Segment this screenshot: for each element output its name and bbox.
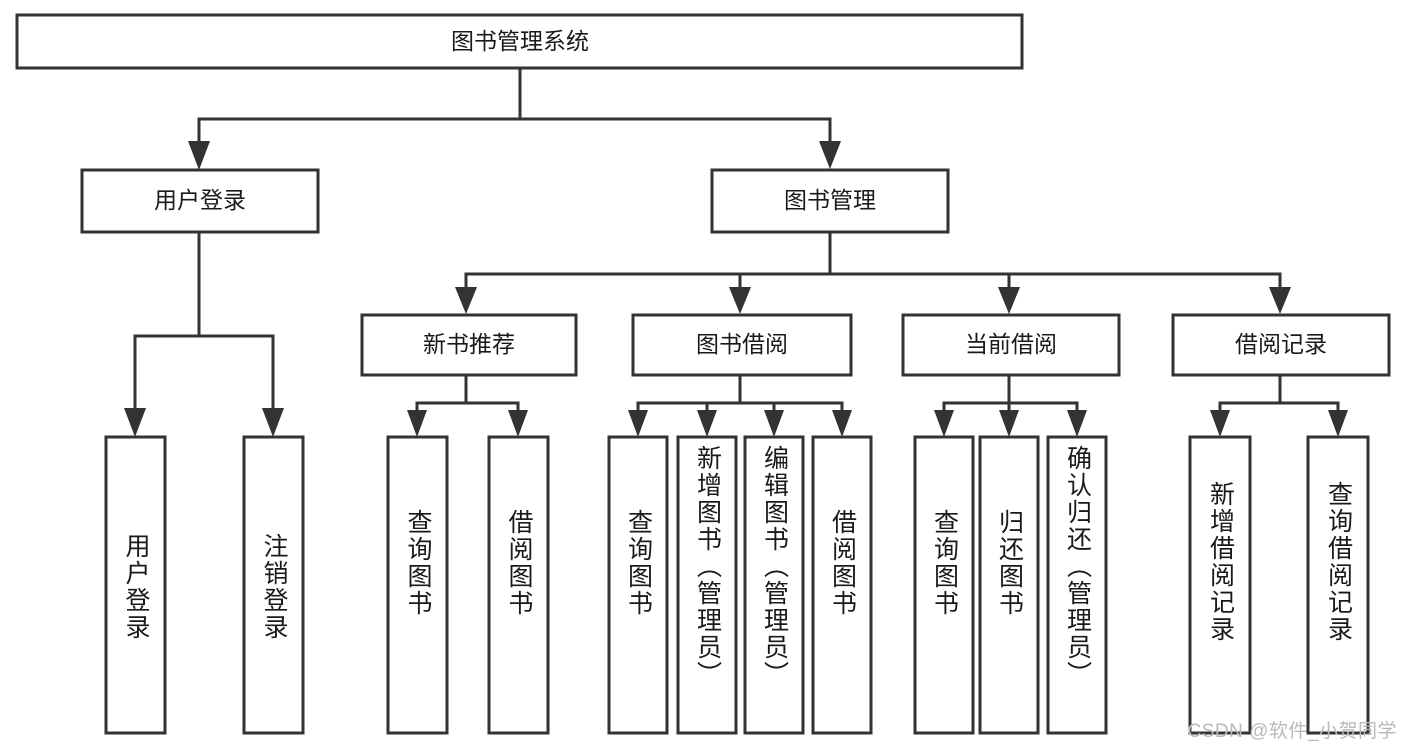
- arrow-head-leaf-logout: [262, 408, 284, 437]
- arrow-head-query-record: [1328, 410, 1348, 437]
- arrowheads-group: [124, 141, 1348, 437]
- arrow-head-query-book-1: [407, 410, 427, 437]
- label-borrow-record: 借阅记录: [1235, 331, 1327, 357]
- watermark-text: CSDN @软件_小贺同学: [1187, 721, 1397, 742]
- node-user-login[interactable]: [80, 168, 320, 234]
- arrow-head-user-login: [188, 141, 210, 170]
- node-leaf-return-book[interactable]: [978, 435, 1040, 735]
- label-book-manage: 图书管理: [784, 187, 876, 213]
- node-book-manage[interactable]: [710, 168, 950, 234]
- arrow-head-return-book: [999, 410, 1019, 437]
- label-new-book-rec: 新书推荐: [423, 331, 515, 357]
- arrow-head-add-book: [697, 410, 717, 437]
- label-user-login: 用户登录: [154, 187, 246, 213]
- label-root: 图书管理系统: [451, 28, 589, 54]
- node-new-book-rec[interactable]: [360, 313, 578, 377]
- boxes-group: [15, 13, 1391, 735]
- node-leaf-user-login[interactable]: [104, 435, 167, 735]
- arrow-head-current-borrow: [998, 287, 1020, 314]
- arrow-head-add-record: [1210, 410, 1230, 437]
- node-leaf-add-book[interactable]: [676, 435, 738, 735]
- node-leaf-borrow-book-2[interactable]: [811, 435, 873, 735]
- node-leaf-query-book-1[interactable]: [386, 435, 449, 735]
- arrow-head-leaf-user-login: [124, 408, 146, 437]
- arrow-head-new-book-rec: [455, 287, 477, 314]
- arrow-head-borrow-book-1: [508, 410, 528, 437]
- arrow-head-edit-book: [764, 410, 784, 437]
- label-current-borrow: 当前借阅: [965, 331, 1057, 357]
- arrow-head-book-manage: [819, 141, 841, 169]
- arrow-head-query-book-2: [628, 410, 648, 437]
- node-leaf-edit-book[interactable]: [743, 435, 805, 735]
- arrow-head-book-borrow: [729, 287, 751, 314]
- arrow-head-query-book-3: [934, 410, 954, 437]
- arrow-head-borrow-book-2: [832, 410, 852, 437]
- node-leaf-query-book-3[interactable]: [913, 435, 975, 735]
- node-leaf-confirm-return[interactable]: [1046, 435, 1108, 735]
- node-book-borrow[interactable]: [631, 313, 853, 377]
- node-leaf-borrow-book-1[interactable]: [487, 435, 550, 735]
- node-leaf-query-record[interactable]: [1306, 435, 1370, 735]
- arrow-head-confirm-return: [1067, 410, 1087, 437]
- node-leaf-logout[interactable]: [242, 435, 305, 735]
- horizontal-labels-group: 图书管理系统 用户登录 图书管理 新书推荐 图书借阅 当前借阅 借阅记录: [154, 28, 1327, 357]
- arrow-head-borrow-record: [1269, 287, 1291, 314]
- node-leaf-add-record[interactable]: [1188, 435, 1252, 735]
- connectors-group: [133, 66, 1340, 412]
- node-current-borrow[interactable]: [901, 313, 1121, 377]
- node-leaf-query-book-2[interactable]: [607, 435, 669, 735]
- node-borrow-record[interactable]: [1171, 313, 1391, 377]
- label-book-borrow: 图书借阅: [696, 331, 788, 357]
- node-root[interactable]: [15, 13, 1024, 70]
